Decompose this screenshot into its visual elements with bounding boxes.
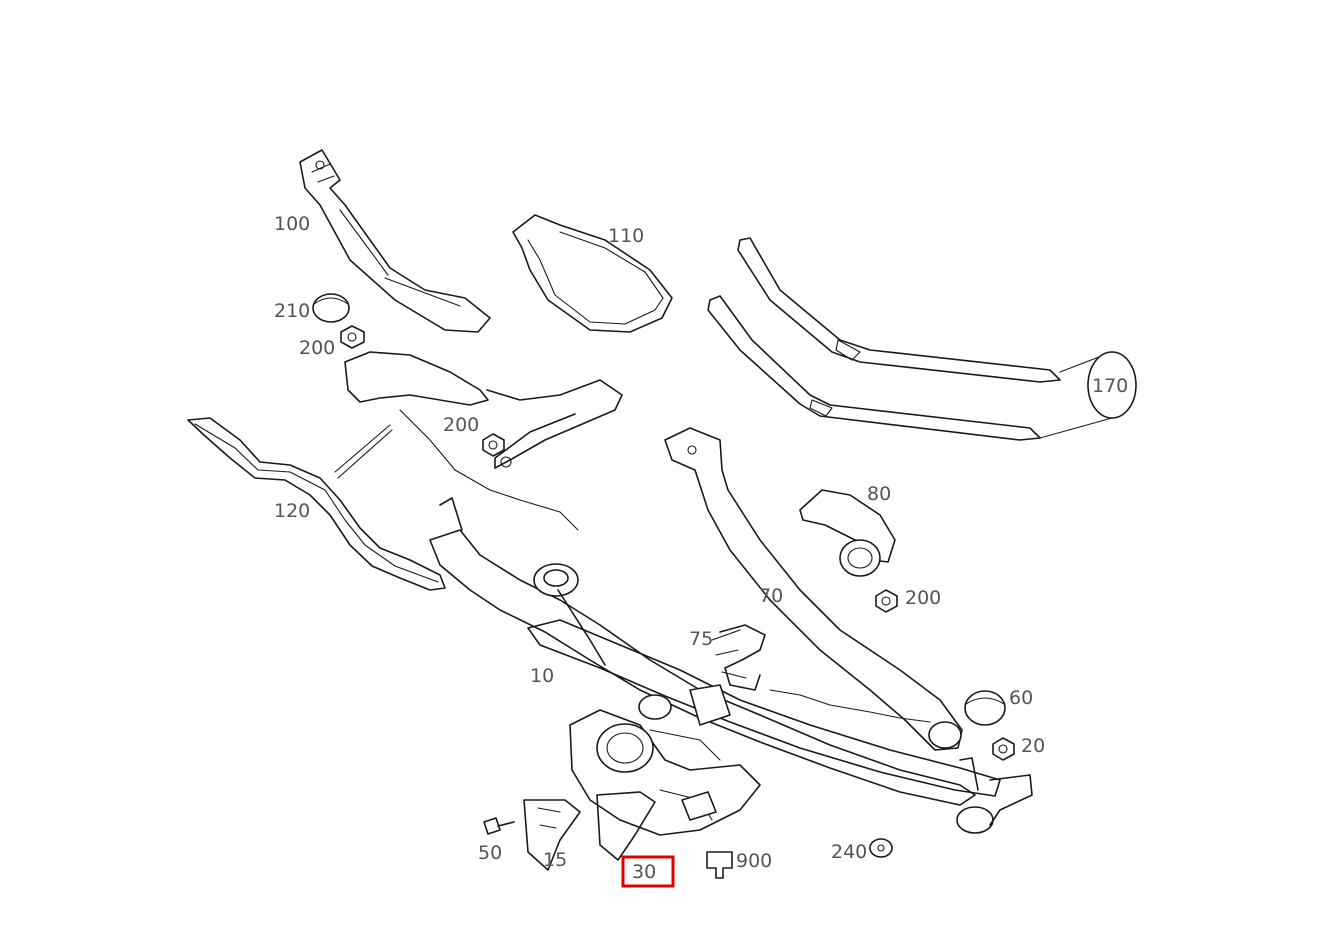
label-part-200-right[interactable]: 200 [905,587,941,609]
highlight-box-part-30 [621,855,675,888]
left-bracket-drawing[interactable] [334,351,623,531]
label-part-60[interactable]: 60 [1009,687,1033,709]
label-part-100[interactable]: 100 [274,213,310,235]
label-part-75[interactable]: 75 [689,628,713,650]
bracket-motor-drawing[interactable] [596,791,656,861]
wiper-motor-drawing[interactable] [569,709,761,836]
label-part-120[interactable]: 120 [274,500,310,522]
label-part-170[interactable]: 170 [1092,375,1128,397]
label-part-30[interactable]: 30 [632,861,656,883]
loom-75-drawing[interactable] [711,624,931,723]
seal-strip-drawing[interactable] [187,417,446,591]
label-part-50[interactable]: 50 [478,842,502,864]
nut-20-drawing[interactable] [992,737,1015,761]
linkage-frame-drawing[interactable] [429,497,1033,834]
bracket-15-drawing[interactable] [523,799,581,871]
label-part-110[interactable]: 110 [608,225,644,247]
label-part-200-middle[interactable]: 200 [443,414,479,436]
cap-210-drawing[interactable] [312,293,350,323]
cap-60-drawing[interactable] [964,690,1006,726]
label-part-15[interactable]: 15 [543,849,567,871]
nut-200-middle-drawing[interactable] [482,433,505,457]
label-part-80[interactable]: 80 [867,483,891,505]
wiper-blades-drawing[interactable] [707,237,1137,441]
label-part-900[interactable]: 900 [736,850,772,872]
wiper-arm-right-drawing[interactable] [664,427,963,751]
nut-200-right-drawing[interactable] [875,589,898,613]
cover-panel-drawing[interactable] [512,214,673,333]
label-part-240[interactable]: 240 [831,841,867,863]
label-part-70[interactable]: 70 [759,585,783,607]
plug-900-drawing[interactable] [706,851,733,879]
label-part-200-upper[interactable]: 200 [299,337,335,359]
label-part-10[interactable]: 10 [530,665,554,687]
washer-240-drawing[interactable] [869,838,893,858]
cap-80-drawing[interactable] [799,489,896,577]
nut-200-upper-drawing[interactable] [340,325,365,349]
bolt-50-drawing[interactable] [483,817,515,835]
label-part-210[interactable]: 210 [274,300,310,322]
label-part-20[interactable]: 20 [1021,735,1045,757]
wiper-arm-left-drawing[interactable] [299,149,491,333]
